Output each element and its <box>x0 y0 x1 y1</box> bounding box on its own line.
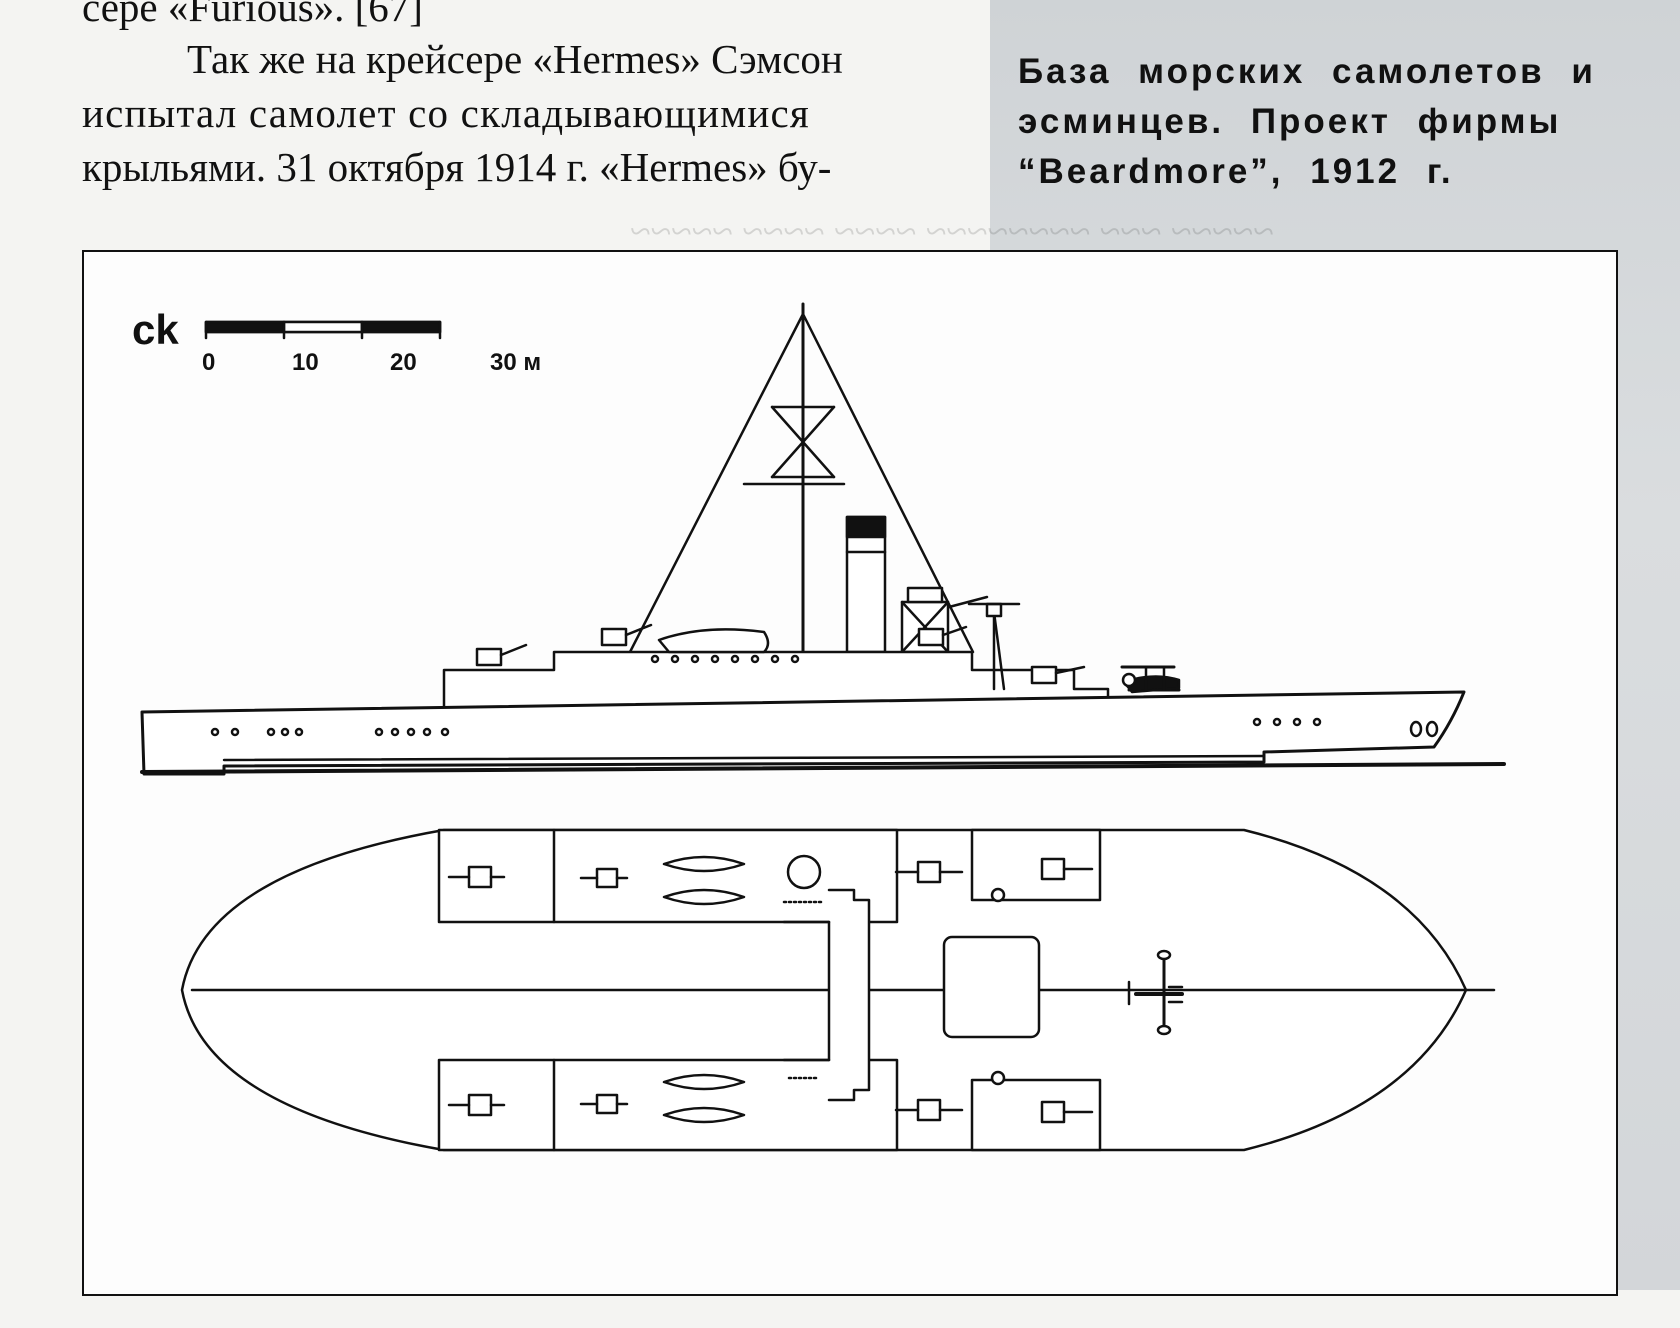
scale-label-30m: 30 м <box>490 349 541 376</box>
floatplane-top <box>1127 949 1184 1036</box>
scale-bar: 0 10 20 30 м <box>202 320 541 376</box>
caption-line-2: эсминцев. Проект фирмы <box>1018 102 1562 141</box>
ship-drawing: ck 0 10 20 30 м <box>132 302 1506 1152</box>
ship-drawing-frame: ck 0 10 20 30 м <box>82 250 1618 1296</box>
body-text-line-4: крыльями. 31 октября 1914 г. «Hermes» бу… <box>82 144 832 190</box>
body-text-line-2: Так же на крейсере «Hermes» Сэмсон <box>187 36 843 82</box>
publisher-logo: ck <box>132 306 179 353</box>
scale-label-0: 0 <box>202 349 215 376</box>
side-elevation <box>140 302 1506 776</box>
body-text-line-1: сере «Furious». [67] <box>82 0 423 30</box>
scale-label-10: 10 <box>292 349 319 376</box>
caption-line-1: База морских самолетов и <box>1018 52 1596 91</box>
scale-label-20: 20 <box>390 349 417 376</box>
body-text-line-3: испытал самолет со складывающимися <box>82 90 810 136</box>
floatplane-side <box>1120 665 1181 694</box>
caption-line-3: “Beardmore”, 1912 г. <box>1018 152 1454 191</box>
deck-plan <box>180 828 1496 1152</box>
